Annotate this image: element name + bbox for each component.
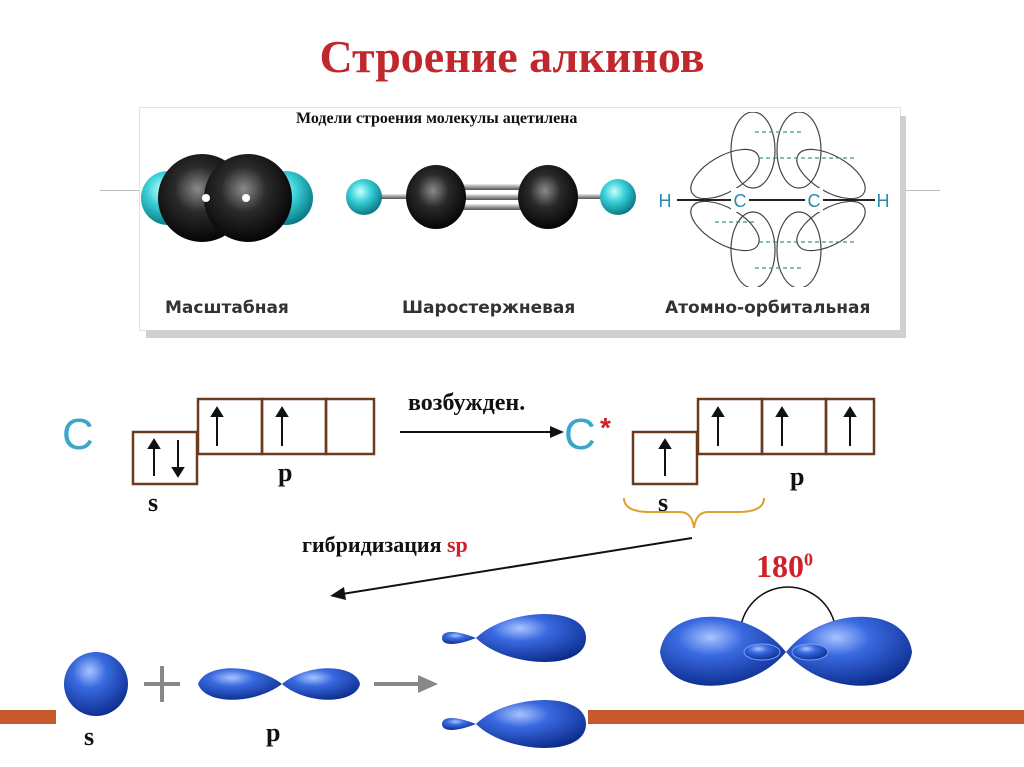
hybridization-type: sp	[446, 532, 468, 557]
atomic-orbital-model: H C C H	[657, 112, 891, 287]
hybridization-arrow	[330, 537, 693, 600]
p-label-hybrid: p	[266, 718, 281, 747]
sp-orbital-pair	[660, 586, 912, 686]
orbital-atom-label: C	[808, 191, 821, 211]
s-label-ground: s	[148, 488, 159, 517]
panel-title: Модели строения молекулы ацетилена	[296, 110, 578, 127]
carbon-atom	[518, 165, 578, 229]
orbital-atom-label: H	[877, 191, 890, 211]
s-label-excited: s	[658, 488, 669, 517]
ground-state-orbital-boxes	[131, 397, 376, 486]
ball-and-stick-model	[346, 165, 636, 229]
carbon-atom	[406, 165, 466, 229]
s-orbital	[64, 652, 128, 716]
excited-state-orbital-boxes	[631, 397, 876, 486]
hybridization-label: гибридизация sp	[302, 532, 468, 558]
model-label-orbital: Атомно-орбитальная	[665, 298, 871, 318]
excitation-label: возбужден.	[408, 390, 526, 416]
model-label-space-filling: Масштабная	[165, 298, 289, 318]
hybridization-illustration	[64, 613, 586, 749]
orbital-atom-label: H	[659, 191, 672, 211]
angle-degree: 0	[804, 549, 813, 570]
angle-value: 180	[756, 548, 804, 584]
hydrogen-atom	[346, 179, 382, 215]
slide-title: Строение алкинов	[319, 31, 705, 82]
hydrogen-atom	[600, 179, 636, 215]
p-orbital	[198, 668, 360, 700]
space-filling-model	[141, 154, 313, 242]
carbon-symbol-ground: C	[62, 410, 94, 459]
sp-hybrid-orbital	[442, 699, 586, 749]
s-label-hybrid: s	[84, 722, 95, 751]
carbon-symbol-excited: C	[564, 410, 596, 459]
sp-hybrid-orbital	[442, 613, 586, 663]
orbital-atom-label: C	[734, 191, 747, 211]
excitation-arrow	[400, 426, 564, 438]
excited-star: *	[600, 412, 611, 443]
p-label-excited: p	[790, 462, 805, 491]
angle-label: 1800	[756, 548, 813, 585]
model-label-ball-stick: Шаростержневая	[402, 298, 576, 318]
hybridization-brace	[623, 497, 765, 529]
p-label-ground: p	[278, 458, 293, 487]
hybridization-label-prefix: гибридизация	[302, 532, 442, 557]
